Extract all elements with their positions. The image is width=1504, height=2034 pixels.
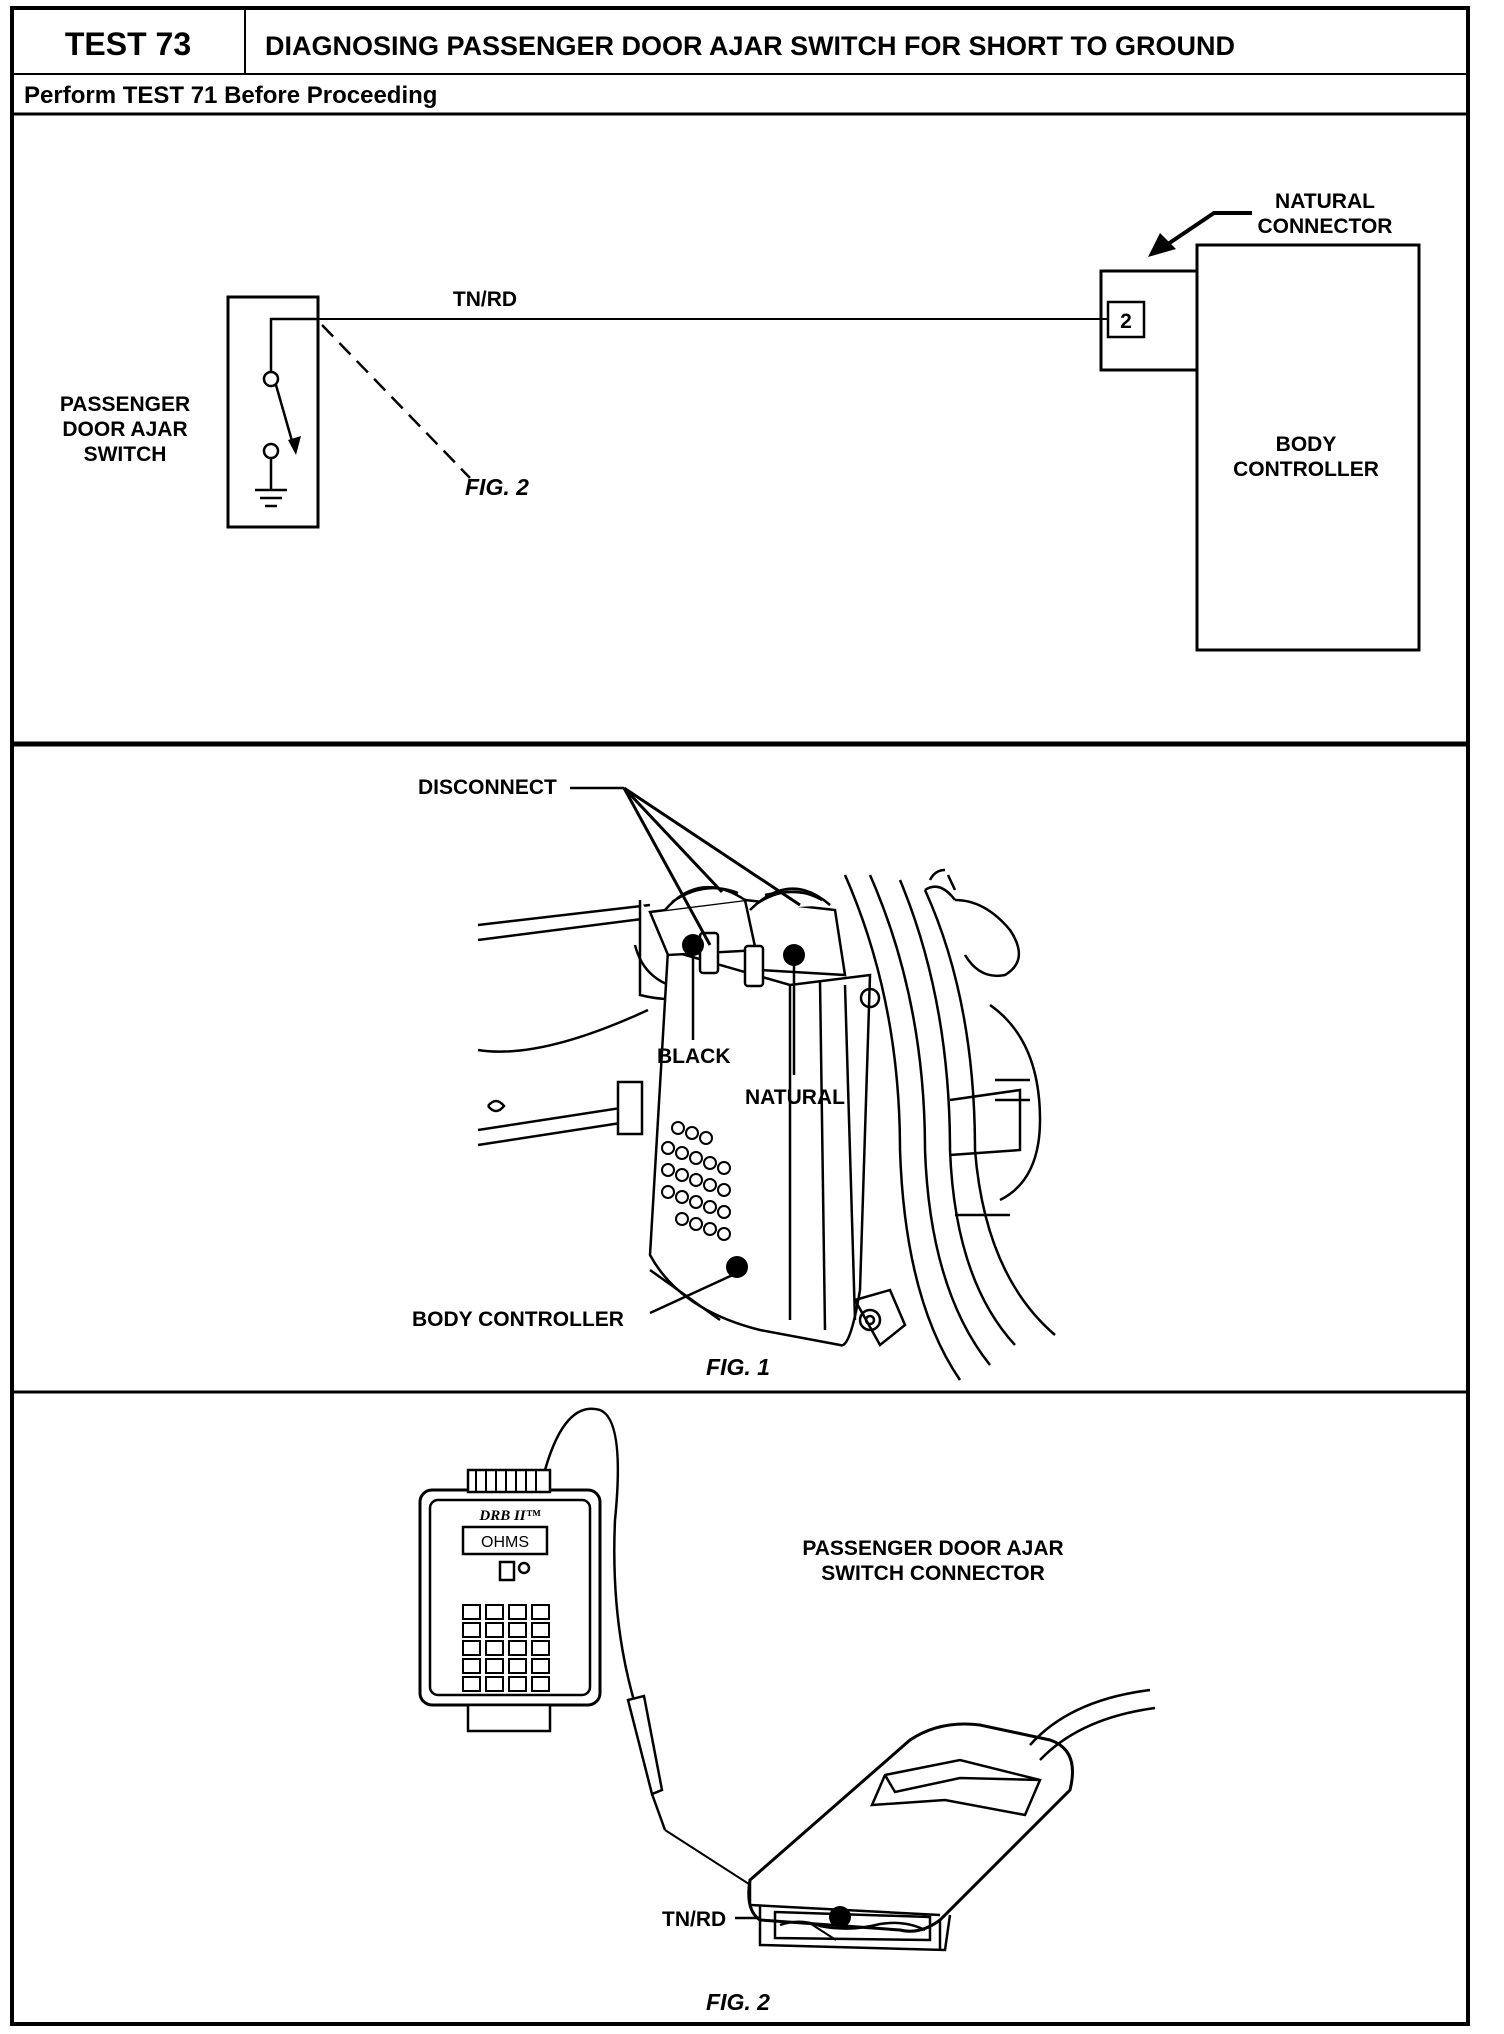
wire-label: TN/RD bbox=[453, 288, 517, 311]
natural-connector-label-2: CONNECTOR bbox=[1258, 215, 1393, 238]
body-controller-label: BODY CONTROLLER bbox=[412, 1308, 624, 1331]
body-controller-box bbox=[1195, 243, 1421, 652]
test-number: TEST 73 bbox=[65, 26, 191, 62]
connector-pin-2 bbox=[1106, 300, 1146, 339]
disconnect-label: DISCONNECT bbox=[418, 776, 557, 799]
tn-rd-label: TN/RD bbox=[662, 1908, 726, 1931]
fig2-illustration bbox=[418, 1407, 1156, 1952]
body-controller-marker bbox=[726, 1256, 748, 1278]
switch-label-line3: SWITCH bbox=[84, 443, 167, 466]
fig2-reference: FIG. 2 bbox=[465, 474, 529, 500]
body-controller-label-2: CONTROLLER bbox=[1233, 458, 1379, 481]
ground-icon bbox=[255, 488, 287, 508]
tester-brand: DRB II™ bbox=[478, 1508, 540, 1524]
connector-arrow-icon bbox=[1148, 211, 1252, 257]
natural-connector-shell bbox=[1099, 269, 1197, 372]
fig1-illustration bbox=[477, 786, 1056, 1381]
switch-blade bbox=[274, 384, 296, 449]
schematic-diagram bbox=[226, 211, 1421, 652]
switch-label-line2: DOOR AJAR bbox=[62, 418, 187, 441]
probe-cable bbox=[543, 1407, 642, 1721]
black-connector-marker bbox=[682, 934, 704, 956]
page-frame bbox=[10, 6, 1470, 2026]
natural-connector-label-1: NATURAL bbox=[1275, 190, 1375, 213]
prerequisite-note: Perform TEST 71 Before Proceeding bbox=[24, 82, 437, 109]
body-controller-label-1: BODY bbox=[1276, 433, 1337, 456]
page-title: DIAGNOSING PASSENGER DOOR AJAR SWITCH FO… bbox=[265, 31, 1235, 61]
black-label: BLACK bbox=[657, 1045, 731, 1068]
switch-contact-upper bbox=[262, 370, 280, 388]
natural-label: NATURAL bbox=[745, 1086, 845, 1109]
pin-number: 2 bbox=[1120, 310, 1132, 333]
fig1-caption: FIG. 1 bbox=[706, 1354, 770, 1380]
tn-rd-terminal-marker bbox=[829, 1906, 851, 1928]
natural-connector-marker bbox=[783, 944, 805, 966]
probe-icon bbox=[626, 1694, 664, 1796]
switch-connector-label-2: SWITCH CONNECTOR bbox=[821, 1562, 1045, 1585]
fig2-caption: FIG. 2 bbox=[706, 1989, 770, 2015]
switch-contact-lower bbox=[262, 442, 280, 460]
fig2-leader-line bbox=[321, 324, 471, 479]
switch-connector-label-1: PASSENGER DOOR AJAR bbox=[802, 1537, 1063, 1560]
door-ajar-switch-box bbox=[226, 295, 320, 529]
tester-display-text: OHMS bbox=[481, 1534, 529, 1551]
switch-connector-icon bbox=[747, 1722, 1074, 1933]
switch-label-line1: PASSENGER bbox=[60, 393, 190, 416]
tester-display bbox=[461, 1525, 549, 1556]
